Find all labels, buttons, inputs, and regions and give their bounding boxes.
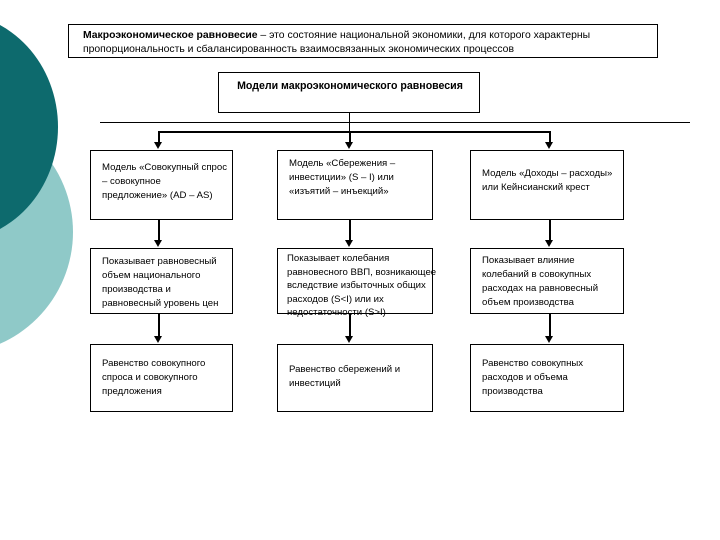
arrowhead-r3c3-icon (545, 336, 553, 343)
equality-box-ad-as: Равенство совокупного спроса и совокупно… (90, 344, 233, 412)
horizontal-rule (100, 122, 690, 123)
shows-box-ad-as-text: Показывает равновесный объем национально… (102, 256, 220, 309)
shows-box-savings-investment: Показывает колебания равновесного ВВП, в… (277, 248, 436, 318)
header-definition-box: Макроэкономическое равновесие – это сост… (68, 24, 658, 58)
connector-r1c2-r2c2 (349, 220, 351, 241)
model-box-savings-investment-text: Модель «Сбережения – инвестиции» (S – I)… (289, 158, 398, 197)
arrowhead-r2c3-icon (545, 240, 553, 247)
arrowhead-r2c1-icon (154, 240, 162, 247)
shows-box-income-expenditure-text: Показывает влияние колебаний в совокупны… (482, 255, 601, 308)
shows-box-savings-investment-text: Показывает колебания равновесного ВВП, в… (287, 253, 439, 319)
connector-r2c1-r3c1 (158, 314, 160, 337)
connector-r1c1-r2c1 (158, 220, 160, 241)
connector-r1c3-r2c3 (549, 220, 551, 241)
equality-box-income-expenditure: Равенство совокупных расходов и объема п… (470, 344, 624, 412)
model-box-income-expenditure-text: Модель «Доходы – расходы» или Кейнсианск… (482, 168, 616, 193)
arrowhead-r2c2-icon (345, 240, 353, 247)
equality-box-income-expenditure-text: Равенство совокупных расходов и объема п… (482, 358, 586, 397)
model-box-income-expenditure: Модель «Доходы – расходы» или Кейнсианск… (470, 150, 624, 220)
arrowhead-r3c1-icon (154, 336, 162, 343)
header-term: Макроэкономическое равновесие (83, 30, 258, 41)
connector-r2c3-r3c3 (549, 314, 551, 337)
connector-branch-col3 (549, 131, 551, 144)
branch-bar (158, 131, 550, 133)
connector-branch-col2 (349, 131, 351, 144)
header-definition-rest: – это состояние национальной экономики, … (83, 30, 594, 56)
diagram-title-text: Модели макроэкономического равновесия (237, 80, 463, 92)
connector-r2c2-r3c2 (349, 314, 351, 337)
arrowhead-r3c2-icon (345, 336, 353, 343)
header-definition-text: Макроэкономическое равновесие – это сост… (83, 29, 649, 58)
equality-box-savings-investment-text: Равенство сбережений и инвестиций (289, 364, 403, 389)
arrowhead-branch-col3-icon (545, 142, 553, 149)
shows-box-income-expenditure: Показывает влияние колебаний в совокупны… (470, 248, 624, 314)
arrowhead-branch-col2-icon (345, 142, 353, 149)
model-box-ad-as: Модель «Совокупный спрос – совокупное пр… (90, 150, 233, 220)
model-box-savings-investment: Модель «Сбережения – инвестиции» (S – I)… (277, 150, 433, 220)
connector-branch-col1 (158, 131, 160, 144)
arrowhead-branch-col1-icon (154, 142, 162, 149)
equality-box-ad-as-text: Равенство совокупного спроса и совокупно… (102, 358, 209, 397)
shows-box-ad-as: Показывает равновесный объем национально… (90, 248, 233, 314)
diagram-title-box: Модели макроэкономического равновесия (218, 72, 480, 113)
model-box-ad-as-text: Модель «Совокупный спрос – совокупное пр… (102, 162, 230, 201)
equality-box-savings-investment: Равенство сбережений и инвестиций (277, 344, 433, 412)
